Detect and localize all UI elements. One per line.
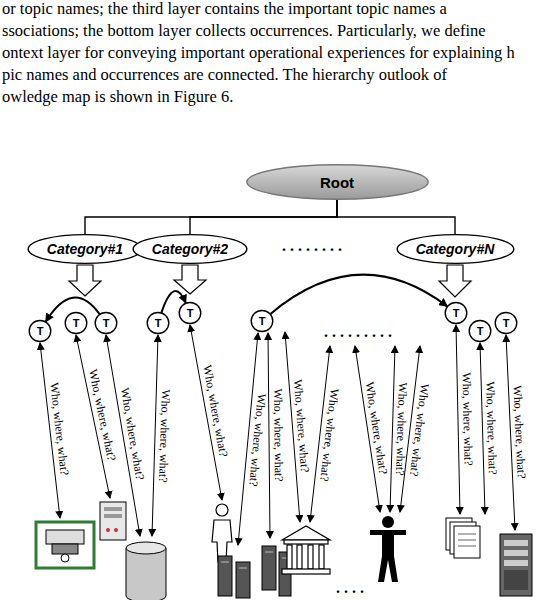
documents-icon: [446, 518, 480, 558]
tree-connector: [85, 200, 337, 234]
topic-letter: T: [103, 317, 110, 329]
building-icon: [282, 526, 330, 574]
edge-question: Who, where, what?: [290, 379, 312, 473]
edge-question: Who, where, what?: [458, 373, 475, 467]
category-ellipse: Category#1: [27, 234, 143, 264]
topic-circle: T: [469, 320, 491, 342]
topic-letter: T: [73, 317, 80, 329]
edge-question: Who, where, what?: [155, 389, 173, 483]
edge-question: Who, where, what?: [316, 388, 341, 482]
edge-question: Who, where, what?: [510, 385, 529, 479]
edge-question: Who, where, what?: [483, 381, 501, 475]
edge-question: Who, where, what?: [362, 380, 391, 474]
edge-question: Who, where, what?: [199, 364, 231, 458]
ellipsis: . . . . . . . . .: [324, 323, 392, 341]
person-arms-icon: [370, 516, 406, 582]
node-label: Category#2: [152, 241, 228, 257]
body-text: pic names and occurrences are connected.…: [2, 65, 447, 85]
topic-letter: T: [155, 317, 162, 329]
category-ellipse: Category#N: [396, 234, 515, 264]
edge-question: Who, where, what?: [46, 382, 71, 476]
ellipsis: . . . . . . . .: [282, 237, 342, 255]
edge-question: Who, where, what?: [85, 367, 119, 461]
node-label: Root: [320, 174, 354, 191]
tree-connector: [190, 200, 337, 234]
topic-letter: T: [477, 325, 484, 337]
category-ellipse: Category#2: [132, 234, 248, 264]
rack-icon: [500, 534, 532, 596]
database-icon: [126, 542, 166, 600]
topic-letter: T: [187, 307, 194, 319]
tower-servers-icon: [218, 546, 291, 598]
tree-connector: [337, 200, 455, 234]
body-text: owledge map is shown in Figure 6.: [2, 87, 233, 107]
topic-letter: T: [453, 307, 460, 319]
body-text: ontext layer for conveying important ope…: [2, 43, 515, 63]
topic-circle: T: [95, 312, 117, 334]
machine-icon: [36, 522, 94, 568]
leader-lines: [40, 325, 515, 545]
root-ellipse: Root: [245, 164, 430, 200]
topic-circle: T: [251, 310, 273, 332]
body-text: ssociations; the bottom layer collects o…: [2, 21, 486, 41]
edge-question: Who, where, what?: [245, 393, 269, 487]
hollow-arrow: [69, 265, 471, 297]
edge-question: Who, where, what?: [406, 383, 432, 477]
ellipsis: . . . .: [336, 579, 364, 597]
topic-letter: T: [37, 325, 44, 337]
topic-circle: T: [65, 312, 87, 334]
node-label: Category#1: [47, 241, 123, 257]
body-text: or topic names; the third layer contains…: [2, 0, 447, 19]
topic-circle: T: [495, 312, 517, 334]
server-icon: [100, 502, 126, 540]
topic-circle: T: [445, 302, 467, 324]
topic-circle: T: [179, 302, 201, 324]
topic-circle: T: [147, 312, 169, 334]
node-label: Category#N: [416, 241, 495, 257]
edge-question: Who, where, what?: [117, 387, 147, 481]
topic-letter: T: [259, 315, 266, 327]
topic-circle: T: [29, 320, 51, 342]
edge-question: Who, where, what?: [270, 389, 286, 482]
person-icon: [212, 504, 232, 562]
topic-letter: T: [503, 317, 510, 329]
association-arrow: [270, 275, 447, 314]
